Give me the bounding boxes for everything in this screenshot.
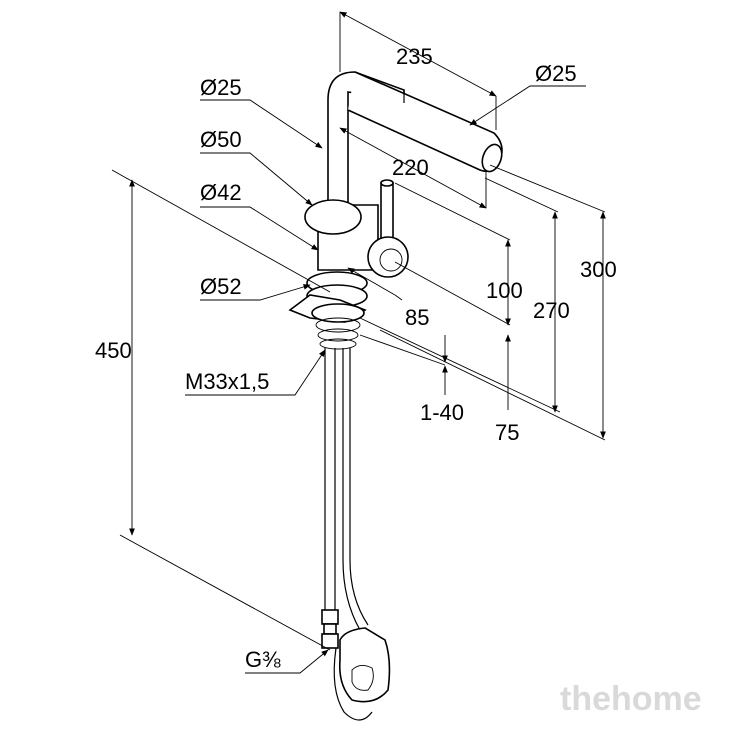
dimension-300-label: 300 [580,257,617,282]
dimension-1-40-label: 1-40 [420,400,464,425]
dimension-lines [111,11,606,674]
diameter-42-label: Ø42 [200,180,242,205]
watermark: thehome [560,680,702,718]
dimension-100-label: 100 [486,278,523,303]
diameter-50-label: Ø50 [200,127,242,152]
dimension-75-label: 75 [495,420,519,445]
dimension-450-label: 450 [95,338,132,363]
diameter-25-left-label: Ø25 [200,75,242,100]
diameter-52-label: Ø52 [200,274,242,299]
thread-m33-label: M33x1,5 [185,369,269,394]
diameter-25-right-label: Ø25 [535,61,577,86]
dimension-235-label: 235 [396,44,433,69]
dimension-270-label: 270 [533,298,570,323]
dimension-220-label: 220 [392,155,429,180]
dimension-85-label: 85 [405,305,429,330]
thread-g38-label: G⅜ [245,647,281,672]
